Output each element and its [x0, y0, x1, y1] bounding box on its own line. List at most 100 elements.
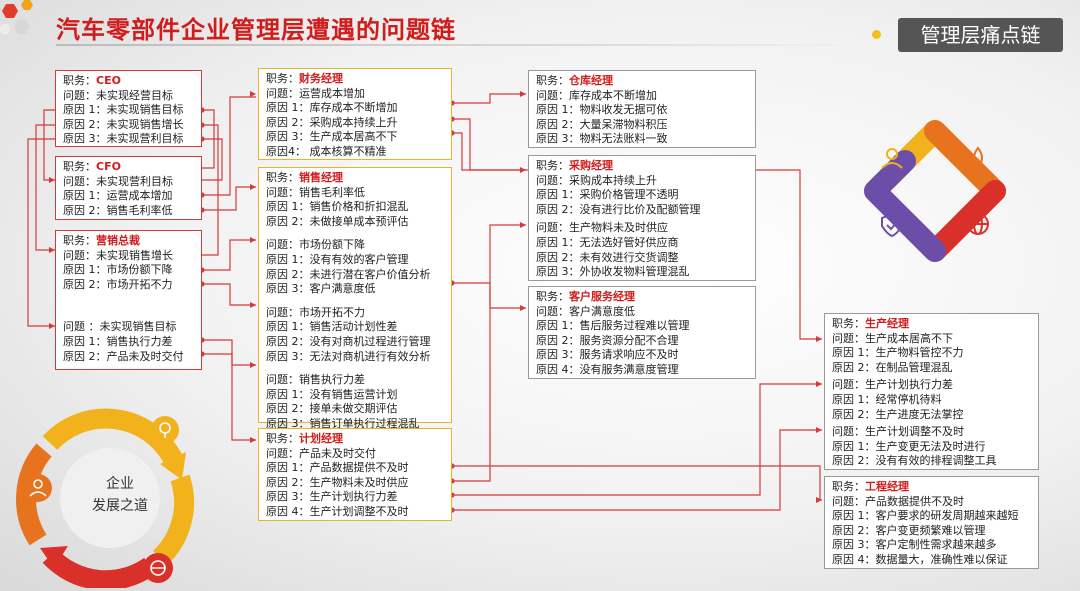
header: 汽车零部件企业管理层遭遇的问题链 管理层痛点链 — [0, 0, 1080, 58]
box-line: 原因 1：售后服务过程难以管理 — [536, 319, 690, 333]
box-line: 原因 3：客户定制性需求越来越多 — [832, 538, 997, 552]
hexagon-logo-icon — [0, 0, 33, 34]
box-line: 原因 1：产品数据提供不及时 — [266, 461, 409, 475]
box-line: 原因 3：生产计划执行力差 — [266, 490, 398, 504]
team-icon — [881, 148, 903, 169]
box-line: 原因 1：市场份额下降 — [63, 263, 173, 277]
box-line: 原因 2：生产物料未及时供应 — [266, 475, 409, 489]
box-ceo: 职务：CEO 问题：未实现经营目标 原因 1：未实现销售目标 原因 2：未实现销… — [55, 70, 202, 147]
box-line: 问题：库存成本不断增加 — [536, 88, 657, 102]
box-line: 原因 2：没有对商机过程进行管理 — [266, 334, 431, 348]
role-customer-service: 客户服务经理 — [569, 290, 635, 303]
box-line: 问题：运营成本增加 — [266, 86, 365, 100]
globe-icon — [143, 553, 173, 583]
box-line: 原因 2：服务资源分配不合理 — [536, 333, 679, 347]
box-line: 问题：产品数据提供不及时 — [832, 494, 964, 508]
box-cfo: 职务：CFO 问题：未实现营利目标 原因 1：运营成本增加 原因 2：销售毛利率… — [55, 156, 202, 220]
box-line: 原因 3：服务请求响应不及时 — [536, 348, 679, 362]
box-line: 原因 3：生产成本居高不下 — [266, 130, 398, 144]
box-line: 原因 2：市场开拓不力 — [63, 277, 173, 291]
box-line: 问题：产品未及时交付 — [266, 446, 376, 460]
role-engineering: 工程经理 — [865, 480, 909, 493]
page-title: 汽车零部件企业管理层遭遇的问题链 — [56, 16, 456, 44]
title-underline — [56, 44, 866, 46]
box-line: 原因 1：物料收发无据可依 — [536, 103, 668, 117]
box-line: 原因 2：未有效进行交货调整 — [536, 250, 679, 264]
role-purchasing: 采购经理 — [569, 159, 613, 172]
box-line: 原因4： 成本核算不精准 — [266, 144, 387, 158]
box-line: 原因 1：销售执行力差 — [63, 334, 173, 348]
box-line: 原因 2：没有进行比价及配额管理 — [536, 202, 701, 216]
cycle-label: 企业 发展之道 — [92, 476, 148, 514]
box-line: 原因 1：库存成本不断增加 — [266, 101, 398, 115]
box-line: 原因 2：未做接单成本预评估 — [266, 214, 409, 228]
box-line: 原因 1：没有销售运营计划 — [266, 387, 398, 401]
box-line: 问题 ：未实现销售目标 — [63, 320, 177, 334]
box-sales: 职务：销售经理 问题：销售毛利率低 原因 1：销售价格和折扣混乱 原因 2：未做… — [258, 167, 452, 430]
box-line: 问题：客户满意度低 — [536, 304, 635, 318]
box-line: 问题：市场开拓不力 — [266, 305, 365, 319]
title-dots — [872, 24, 881, 43]
box-line: 原因 2：销售毛利率低 — [63, 203, 173, 217]
box-line: 原因 3：客户满意度低 — [266, 282, 376, 296]
box-line: 原因 2：未进行潜在客户价值分析 — [266, 267, 431, 281]
box-line: 问题：未实现经营目标 — [63, 88, 173, 102]
box-line: 原因 4：生产计划调整不及时 — [266, 504, 409, 518]
box-line: 问题：市场份额下降 — [266, 238, 365, 252]
pain-chain-badge: 管理层痛点链 — [898, 18, 1063, 52]
box-line: 原因 2：接单未做交期评估 — [266, 402, 398, 416]
box-line: 问题：生产成本居高不下 — [832, 331, 953, 345]
box-line: 原因 1：经常停机待料 — [832, 392, 942, 406]
box-line: 原因 3：物料无法账料一致 — [536, 132, 668, 146]
box-line: 原因 2：在制品管理混乱 — [832, 360, 953, 374]
box-line: 原因 3：销售订单执行过程混乱 — [266, 416, 420, 430]
role-ceo: CEO — [96, 74, 121, 87]
box-line: 问题：生产计划执行力差 — [832, 378, 953, 392]
box-engineering: 职务：工程经理 问题：产品数据提供不及时 原因 1：客户要求的研发周期越来越短 … — [824, 476, 1039, 569]
box-line: 原因 2：客户变更频繁难以管理 — [832, 523, 986, 537]
box-line: 原因 1：采购价格管理不透明 — [536, 188, 679, 202]
box-line: 原因 1：销售价格和折扣混乱 — [266, 200, 409, 214]
role-cfo: CFO — [96, 160, 121, 173]
box-finance: 职务：财务经理 问题：运营成本增加 原因 1：库存成本不断增加 原因 2：采购成… — [258, 68, 452, 160]
role-planning: 计划经理 — [299, 432, 343, 445]
box-line: 问题：采购成本持续上升 — [536, 173, 657, 187]
box-line: 问题：生产物料未及时供应 — [536, 221, 668, 235]
box-line: 原因 3：外协收发物料管理混乱 — [536, 265, 690, 279]
box-warehouse: 职务：仓库经理 问题：库存成本不断增加 原因 1：物料收发无据可依 原因 2：大… — [528, 70, 756, 148]
role-marketing: 营销总裁 — [96, 234, 140, 247]
role-finance: 财务经理 — [299, 72, 343, 85]
team-icon — [24, 474, 52, 502]
box-line: 原因 2：产品未及时交付 — [63, 349, 184, 363]
box-line: 问题：生产计划调整不及时 — [832, 425, 964, 439]
box-line: 原因 3：无法对商机进行有效分析 — [266, 349, 431, 363]
box-line: 原因 1：销售活动计划性差 — [266, 320, 398, 334]
box-line: 问题：销售执行力差 — [266, 373, 365, 387]
box-customer-service: 职务：客户服务经理 问题：客户满意度低 原因 1：售后服务过程难以管理 原因 2… — [528, 286, 756, 379]
box-line: 原因 2：大量呆滞物料积压 — [536, 117, 668, 131]
box-line: 原因 3：未实现营利目标 — [63, 132, 184, 146]
box-purchasing: 职务：采购经理 问题：采购成本持续上升 原因 1：采购价格管理不透明 原因 2：… — [528, 155, 756, 281]
box-line: 原因 2：没有有效的排程调整工具 — [832, 454, 997, 468]
shield-check-icon — [881, 212, 903, 238]
box-line: 原因 1：无法选好管好供应商 — [536, 235, 679, 249]
box-line: 问题：未实现营利目标 — [63, 174, 173, 188]
box-production: 职务：生产经理 问题：生产成本居高不下 原因 1：生产物料管控不力 原因 2：在… — [824, 313, 1039, 470]
box-line: 原因 2：采购成本持续上升 — [266, 115, 398, 129]
network-icon — [151, 416, 179, 444]
globe-icon — [967, 213, 989, 235]
role-sales: 销售经理 — [299, 171, 343, 184]
box-line: 原因 4：数据量大，准确性难以保证 — [832, 552, 1008, 566]
box-line: 问题：销售毛利率低 — [266, 185, 365, 199]
box-marketing: 职务：营销总裁 问题：未实现销售增长 原因 1：市场份额下降 原因 2：市场开拓… — [55, 230, 202, 370]
box-line: 原因 1：生产变更无法及时进行 — [832, 439, 986, 453]
leaf-icon — [973, 146, 983, 174]
box-line: 原因 2：生产进度无法掌控 — [832, 407, 964, 421]
development-cycle-graphic — [16, 408, 194, 588]
box-line: 原因 1：客户要求的研发周期越来越短 — [832, 509, 1019, 523]
box-line: 原因 1：运营成本增加 — [63, 189, 173, 203]
interlocking-links-graphic — [864, 120, 1006, 262]
box-planning: 职务：计划经理 问题：产品未及时交付 原因 1：产品数据提供不及时 原因 2：生… — [258, 428, 452, 521]
box-line: 原因 1：没有有效的客户管理 — [266, 252, 409, 266]
box-line: 原因 1：未实现销售目标 — [63, 103, 184, 117]
